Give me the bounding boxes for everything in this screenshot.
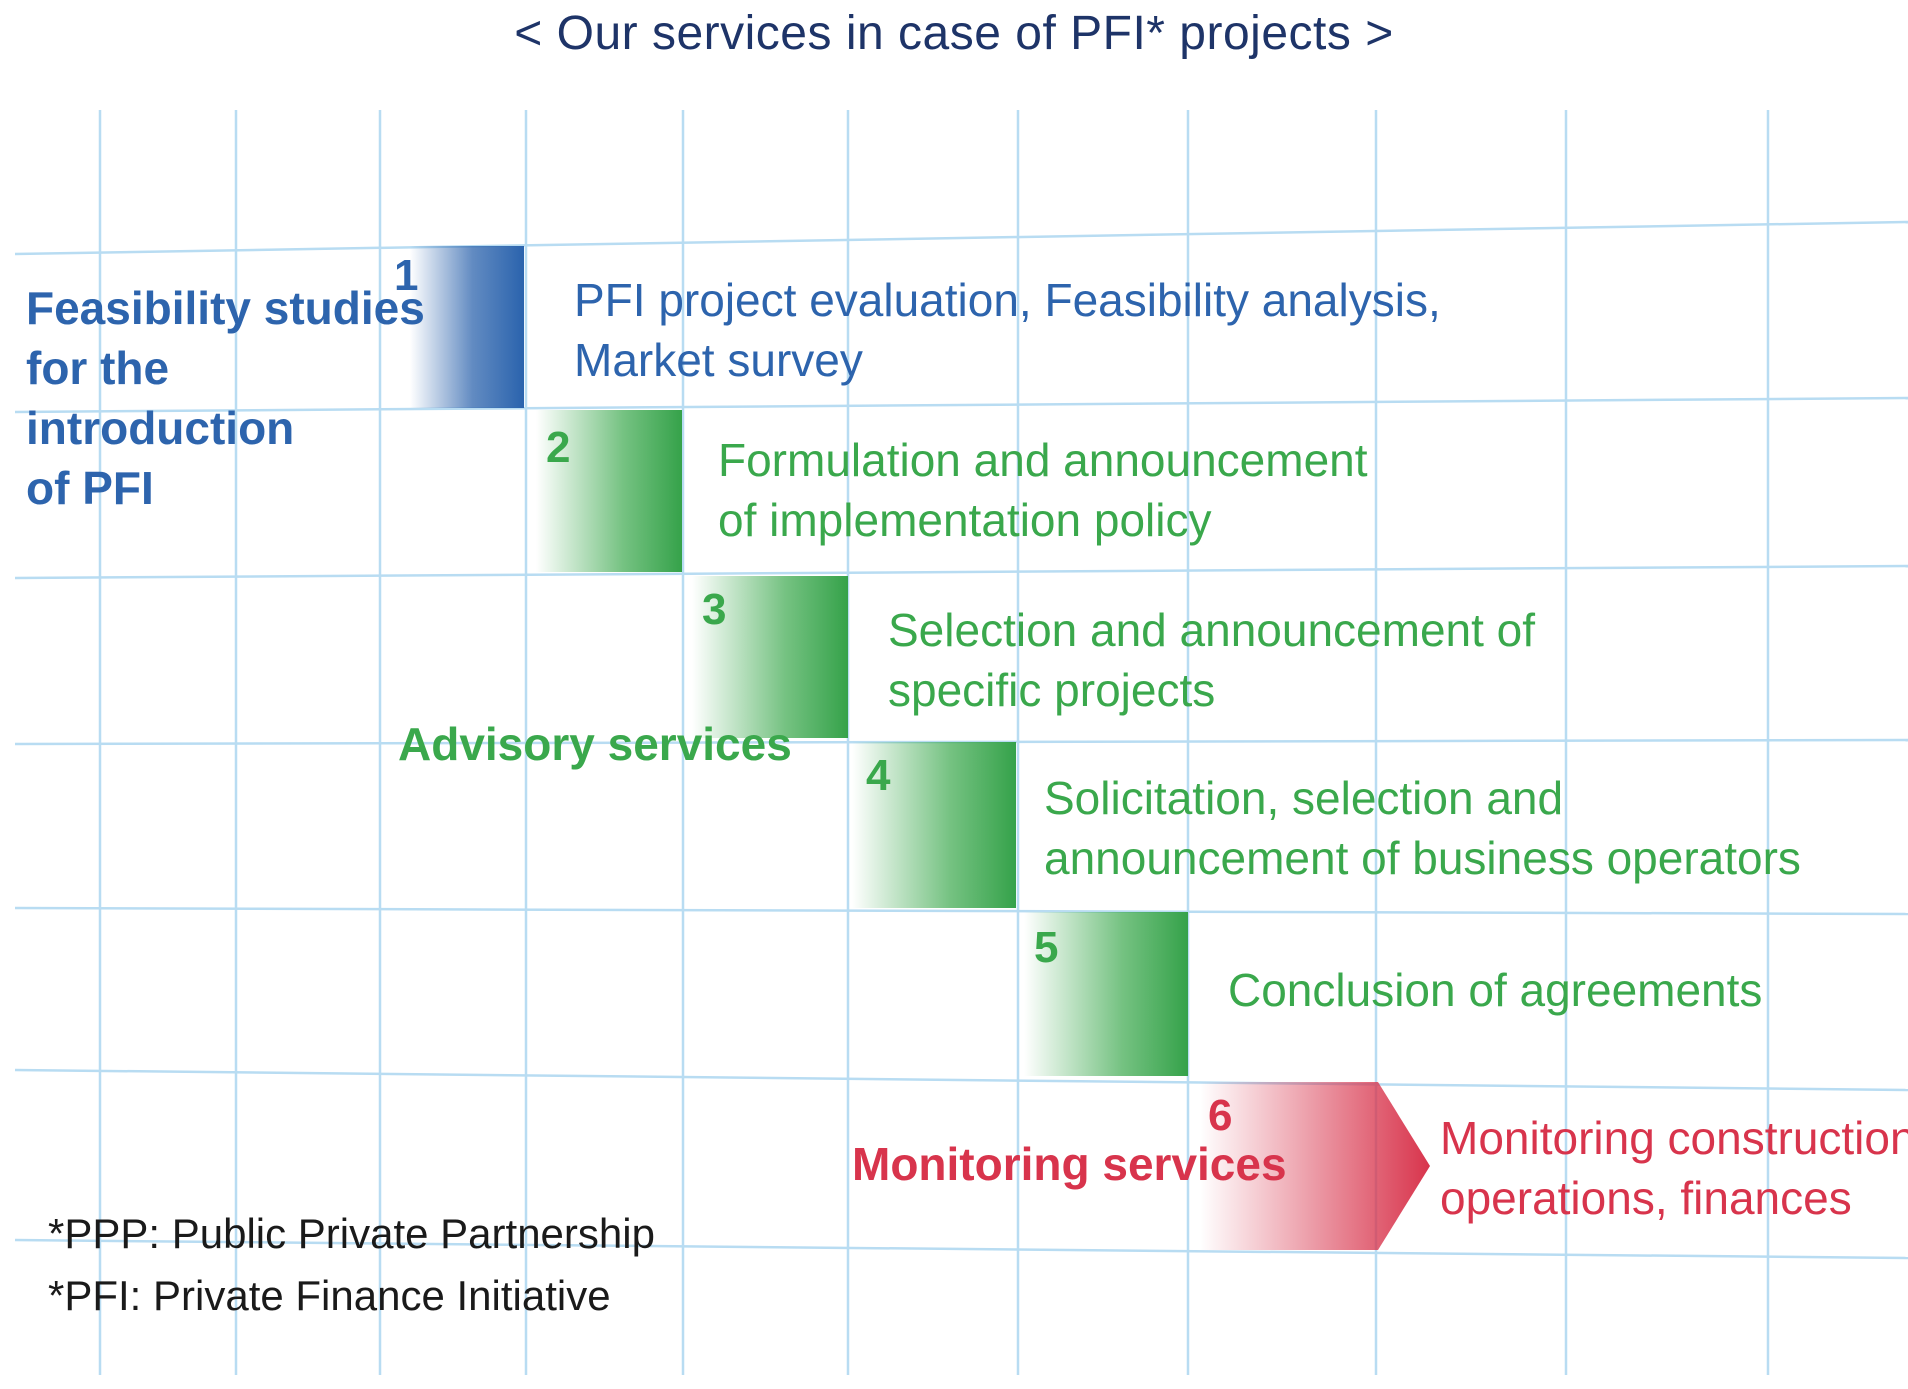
- step-5-bar: [1024, 912, 1188, 1076]
- category-feasibility-line-3: of PFI: [26, 462, 154, 514]
- footnote-pfi: *PFI: Private Finance Initiative: [48, 1272, 611, 1319]
- step-6-line-1: Monitoring construction,: [1440, 1112, 1908, 1164]
- step-5-number: 5: [1034, 923, 1059, 972]
- step-1-line-1: PFI project evaluation, Feasibility anal…: [574, 274, 1441, 326]
- step-4-line-1: Solicitation, selection and: [1044, 772, 1564, 824]
- step-2-bar: [536, 410, 682, 572]
- step-3-description: Selection and announcement of specific p…: [888, 600, 1535, 720]
- step-5-description: Conclusion of agreements: [1228, 960, 1762, 1020]
- step-5-line-1: Conclusion of agreements: [1228, 964, 1763, 1016]
- category-feasibility-line-2: for the introduction: [26, 342, 295, 454]
- step-3-line-2: specific projects: [888, 664, 1216, 716]
- step-4-description: Solicitation, selection and announcement…: [1044, 768, 1801, 888]
- step-4-bar: [852, 742, 1016, 908]
- step-6-description: Monitoring construction, operations, fin…: [1440, 1108, 1908, 1228]
- step-2-line-2: of implementation policy: [718, 494, 1212, 546]
- footnote-ppp: *PPP: Public Private Partnership: [48, 1210, 655, 1257]
- category-monitoring-services: Monitoring services: [852, 1138, 1287, 1190]
- step-1-bar: [410, 246, 524, 408]
- step-3-bar: [692, 576, 848, 738]
- step-4-line-2: announcement of business operators: [1044, 832, 1801, 884]
- step-1-line-2: Market survey: [574, 334, 863, 386]
- step-2-line-1: Formulation and announcement: [718, 434, 1368, 486]
- step-1-number: 1: [394, 251, 419, 300]
- step-1-description: PFI project evaluation, Feasibility anal…: [574, 270, 1441, 390]
- category-advisory-services: Advisory services: [398, 718, 792, 770]
- step-4-number: 4: [866, 751, 891, 800]
- step-3-number: 3: [702, 585, 727, 634]
- step-6-arrow: [1200, 1082, 1430, 1250]
- page-title: < Our services in case of PFI* projects …: [514, 7, 1394, 60]
- category-feasibility-line-1: Feasibility studies: [26, 282, 425, 334]
- step-2-number: 2: [546, 423, 571, 472]
- step-2-description: Formulation and announcement of implemen…: [718, 430, 1368, 550]
- step-6-number: 6: [1208, 1091, 1233, 1140]
- category-feasibility-studies: Feasibility studies for the introduction…: [26, 278, 446, 518]
- step-6-line-2: operations, finances: [1440, 1172, 1852, 1224]
- step-3-line-1: Selection and announcement of: [888, 604, 1536, 656]
